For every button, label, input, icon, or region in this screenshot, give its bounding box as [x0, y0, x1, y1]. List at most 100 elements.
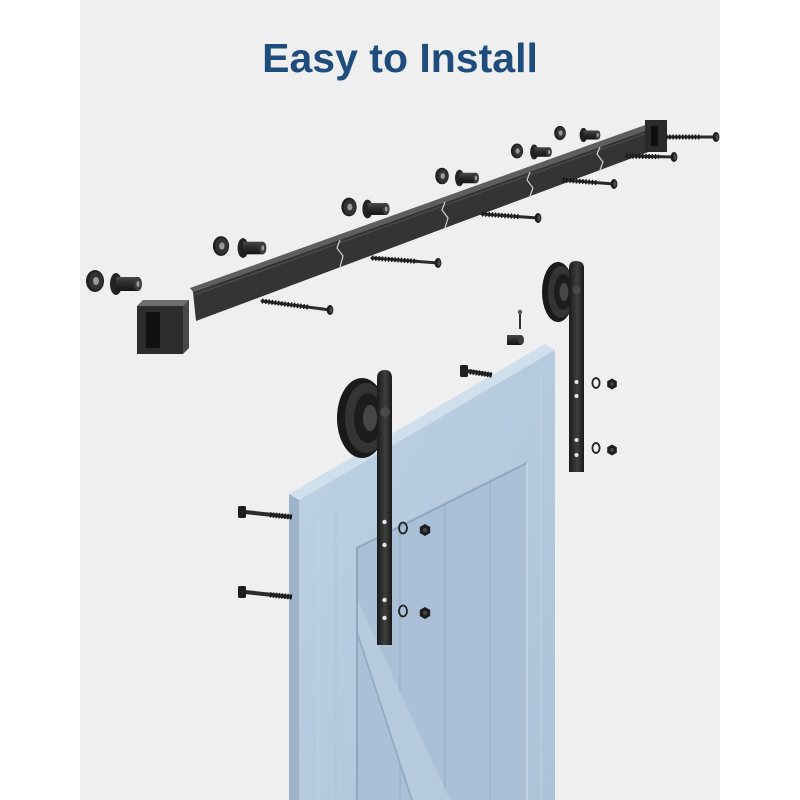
- hanger-right: [542, 261, 584, 472]
- bolt-shank: [244, 590, 293, 599]
- flat-washer: [591, 377, 601, 389]
- screw-head-highlight: [715, 134, 719, 140]
- lag-screw: [561, 177, 618, 189]
- washer-hole: [347, 203, 353, 211]
- spacer-hole: [474, 175, 478, 181]
- bolt-head: [238, 506, 246, 518]
- sliding-track-rail: [190, 124, 651, 321]
- spacer: [530, 144, 552, 160]
- door-inset-shadow: [356, 462, 528, 800]
- spacer-body: [583, 130, 598, 140]
- lag-screw: [624, 152, 678, 162]
- screw-head-highlight: [613, 181, 617, 187]
- strap-hole: [574, 438, 579, 442]
- hex-nut: [419, 607, 431, 619]
- spacer-hole: [136, 281, 140, 287]
- washer: [341, 197, 357, 217]
- screw-thread: [371, 255, 418, 264]
- carriage-bolt: [460, 365, 493, 378]
- lag-screw: [370, 255, 442, 268]
- bolt-thread: [269, 512, 293, 520]
- spacer-set: [86, 125, 601, 295]
- carriage-bolt: [238, 586, 293, 600]
- spacer-body: [367, 203, 387, 215]
- strap-hole: [574, 394, 579, 398]
- hex-nut: [607, 378, 617, 390]
- rail-joint: [526, 171, 534, 197]
- lag-screw: [664, 132, 720, 142]
- door-left-edge: [289, 494, 299, 800]
- spacer-body: [534, 147, 550, 157]
- screw-thread: [562, 177, 598, 186]
- screw-shank: [624, 154, 676, 159]
- strap-hole: [382, 597, 387, 603]
- lag-screw: [260, 298, 334, 315]
- page-title: Easy to Install: [262, 35, 538, 81]
- hex-nut: [419, 524, 431, 536]
- washer-hole: [219, 242, 225, 250]
- washer-hole: [93, 277, 99, 285]
- spacer-body: [116, 277, 138, 291]
- lag-screw: [480, 211, 542, 223]
- stopper-top: [137, 300, 189, 306]
- spacer-hole: [548, 149, 551, 155]
- roller-bolt-head: [517, 309, 523, 315]
- nut-center: [610, 382, 614, 386]
- bolt-head: [238, 586, 246, 598]
- bolt-thread: [469, 369, 493, 378]
- strap-hole: [574, 380, 579, 384]
- spacer-hole: [384, 206, 388, 212]
- screw-head-highlight: [329, 307, 333, 313]
- axle-bolt: [380, 407, 390, 417]
- screw-thread: [625, 153, 659, 160]
- carriage-bolt: [238, 506, 293, 520]
- washer: [212, 236, 230, 256]
- track-end-cap: [645, 120, 667, 152]
- stopper-side: [183, 300, 189, 354]
- lag-screw-set: [260, 132, 720, 315]
- screw-shank: [561, 178, 616, 186]
- track-stopper: [137, 300, 189, 354]
- screw-thread: [261, 298, 309, 310]
- nut-center: [422, 527, 428, 533]
- roller-end: [518, 335, 524, 345]
- roller-wheel-bearing: [559, 283, 569, 301]
- anti-jump-roller: [507, 309, 524, 345]
- nut-center: [610, 448, 614, 452]
- spacer: [362, 199, 390, 219]
- washer-hole: [558, 130, 563, 136]
- spacer-body: [243, 241, 263, 255]
- bolt-head: [460, 365, 468, 377]
- hanger-strap: [569, 261, 584, 472]
- spacer: [579, 127, 601, 143]
- washer: [435, 167, 449, 185]
- strap-hole: [382, 519, 387, 525]
- rail-top-face: [190, 124, 650, 292]
- hanger-strap: [377, 370, 392, 645]
- spacer: [455, 169, 479, 187]
- door-brace-edge: [356, 631, 413, 800]
- washer: [510, 143, 524, 159]
- roller-wheel-bearing: [363, 405, 377, 431]
- strap-hole: [382, 542, 387, 548]
- end-cap-slot: [651, 126, 658, 146]
- strap-hole: [382, 615, 387, 621]
- screw-head-highlight: [437, 260, 441, 266]
- washer-hole: [515, 148, 520, 154]
- rail-joint: [336, 239, 344, 268]
- screw-shank: [480, 212, 540, 220]
- spacer: [237, 238, 267, 258]
- rail-front-face: [193, 129, 651, 321]
- screw-head-highlight: [537, 215, 541, 221]
- door-top-edge: [289, 344, 555, 500]
- bolt-thread: [269, 592, 293, 600]
- rail-highlight: [193, 131, 651, 296]
- flat-washer: [591, 442, 601, 454]
- rail-joint: [441, 201, 449, 229]
- washer: [554, 125, 566, 141]
- washer-hole: [440, 173, 445, 179]
- spacer-hole: [596, 133, 599, 137]
- washer: [86, 270, 104, 292]
- axle-bolt: [572, 286, 581, 294]
